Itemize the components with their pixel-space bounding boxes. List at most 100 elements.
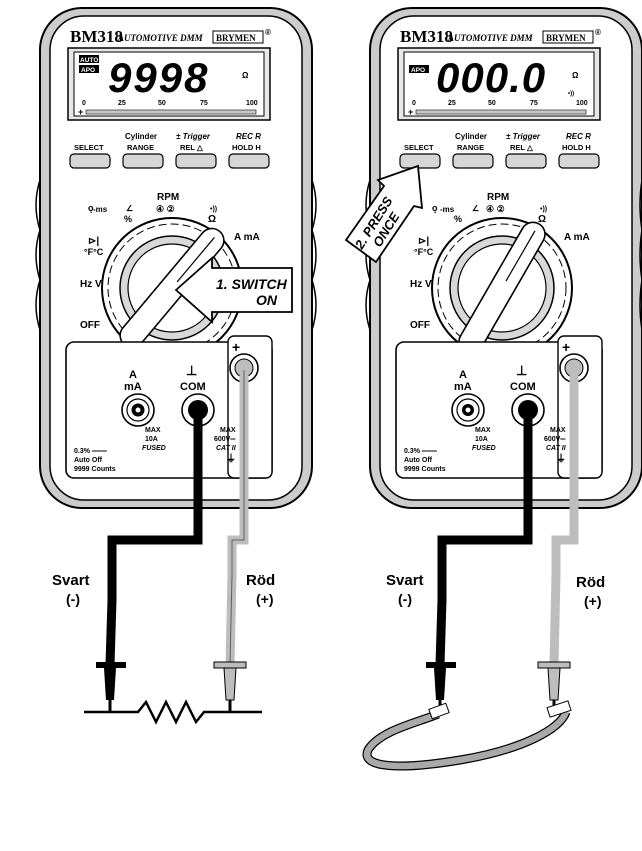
spec-auto-off: Auto Off (404, 457, 433, 464)
grip-right (311, 179, 317, 331)
lcd-reading: 9998 (108, 54, 209, 101)
bargraph-label-50: 50 (488, 100, 496, 107)
terminal-com-label: COM (510, 381, 536, 393)
bargraph-sign: + (78, 107, 83, 117)
bargraph (415, 109, 587, 115)
dial-label-a-ma: A mA (234, 232, 260, 243)
hold-button[interactable] (558, 153, 600, 169)
select-button[interactable] (69, 153, 111, 169)
max-v-line1: MAX (550, 427, 566, 434)
model-subtitle: AUTOMOTIVE DMM (447, 33, 534, 43)
bargraph-sign: + (408, 107, 413, 117)
rel-button-label: REL △ (510, 143, 534, 152)
callout-line-2: ON (256, 292, 278, 308)
terminal-a-ma[interactable] (121, 393, 155, 427)
range-button[interactable] (122, 153, 164, 169)
terminal-a-ma[interactable] (451, 393, 485, 427)
select-button-label: SELECT (74, 143, 104, 152)
lead-red-label: Röd (576, 574, 605, 591)
indicator-auto: AUTO (80, 57, 98, 64)
max-v-line3: CAT II (216, 445, 237, 452)
max-v-line3: CAT II (546, 445, 567, 452)
meter-right: BM318 AUTOMOTIVE DMM BRYMEN ® APO 000.0 … (344, 7, 642, 771)
button-row: Cylinder ± Trigger REC R SELECT RANGE RE… (399, 132, 600, 169)
terminal-a-label: A (459, 369, 467, 381)
terminal-ma-label: mA (124, 381, 142, 393)
rel-button[interactable] (505, 153, 547, 169)
dial-label-ms: -ms (93, 205, 108, 214)
brand-box (542, 30, 594, 44)
terminal-ma-label: mA (454, 381, 472, 393)
com-ground-icon: ⊥ (186, 363, 197, 378)
indicator-apo: APO (411, 67, 425, 74)
ground-icon: ⏚ (226, 453, 236, 465)
diode-icon: ⊳| (88, 236, 99, 247)
terminal-com-label: COM (180, 381, 206, 393)
bargraph-label-25: 25 (118, 100, 126, 107)
button-top-label: Cylinder (125, 132, 157, 141)
rotary-dial[interactable] (431, 217, 573, 359)
lead-red-sign: (+) (256, 591, 274, 607)
dial-label-ohm: Ω (538, 214, 546, 225)
dial-label-temp: °F°C (84, 247, 104, 257)
registered-mark: ® (595, 28, 601, 37)
lcd-screen (403, 51, 595, 117)
max-v-line2: 600V═ (214, 436, 235, 443)
dial-label-pct: % (454, 214, 462, 224)
dial-label-rpm: RPM (487, 192, 509, 203)
dial-label-hz-v: Hz V (80, 279, 102, 290)
range-button-label: RANGE (127, 143, 154, 152)
model-name: BM318 (400, 27, 453, 46)
dial-label-off: OFF (80, 320, 100, 331)
dial-label-rpm-cyl: ④ ② (486, 204, 505, 214)
rel-button[interactable] (175, 153, 217, 169)
button-top-label: REC R (236, 132, 261, 141)
button-top-label: Cylinder (455, 132, 487, 141)
spec-counts: 9999 Counts (404, 466, 446, 473)
hold-button-label: HOLD H (232, 143, 261, 152)
button-top-label: REC R (566, 132, 591, 141)
lead-black-label: Svart (386, 572, 424, 589)
lead-black-label: Svart (52, 572, 90, 589)
ground-icon: ⏚ (556, 453, 566, 465)
select-button-label: SELECT (404, 143, 434, 152)
indicator-apo-box (409, 65, 429, 73)
range-button-label: RANGE (457, 143, 484, 152)
brand-name: BRYMEN (216, 33, 256, 43)
black-probe (96, 662, 126, 712)
bargraph-label-75: 75 (530, 100, 538, 107)
bargraph-label-25: 25 (448, 100, 456, 107)
max-a-line2: 10A (475, 436, 488, 443)
dial-label-hz-v: Hz V (410, 279, 432, 290)
resistor-symbol (84, 699, 262, 725)
dial-label-rpm-cyl: ④ ② (156, 204, 175, 214)
grip-right (639, 179, 642, 331)
bargraph-label-100: 100 (576, 100, 588, 107)
dwell-icon: ∠ (472, 204, 479, 213)
range-button[interactable] (452, 153, 494, 169)
spec-auto-off: Auto Off (74, 457, 103, 464)
max-a-line2: 10A (145, 436, 158, 443)
lead-red-label: Röd (246, 572, 275, 589)
bargraph (85, 109, 257, 115)
select-button[interactable] (399, 153, 441, 169)
spec-accuracy: 0.3% ═══ (404, 448, 437, 455)
dial-label-a-ma: A mA (564, 232, 590, 243)
dial-label-rpm: RPM (157, 192, 179, 203)
red-probe (213, 661, 247, 712)
model-name: BM318 (70, 27, 123, 46)
dial-label-off: OFF (410, 320, 430, 331)
button-top-label: ± Trigger (176, 132, 211, 141)
lcd-beep-icon: •)) (568, 91, 574, 97)
hold-button-label: HOLD H (562, 143, 591, 152)
model-subtitle: AUTOMOTIVE DMM (117, 33, 204, 43)
registered-mark: ® (265, 28, 271, 37)
hold-button[interactable] (228, 153, 270, 169)
dial-label-beep: •)) (210, 206, 217, 213)
terminal-plus-label: + (232, 339, 240, 355)
lcd-unit: Ω (242, 71, 249, 80)
indicator-apo: APO (81, 67, 95, 74)
dwell-icon: ∠ (126, 204, 133, 213)
